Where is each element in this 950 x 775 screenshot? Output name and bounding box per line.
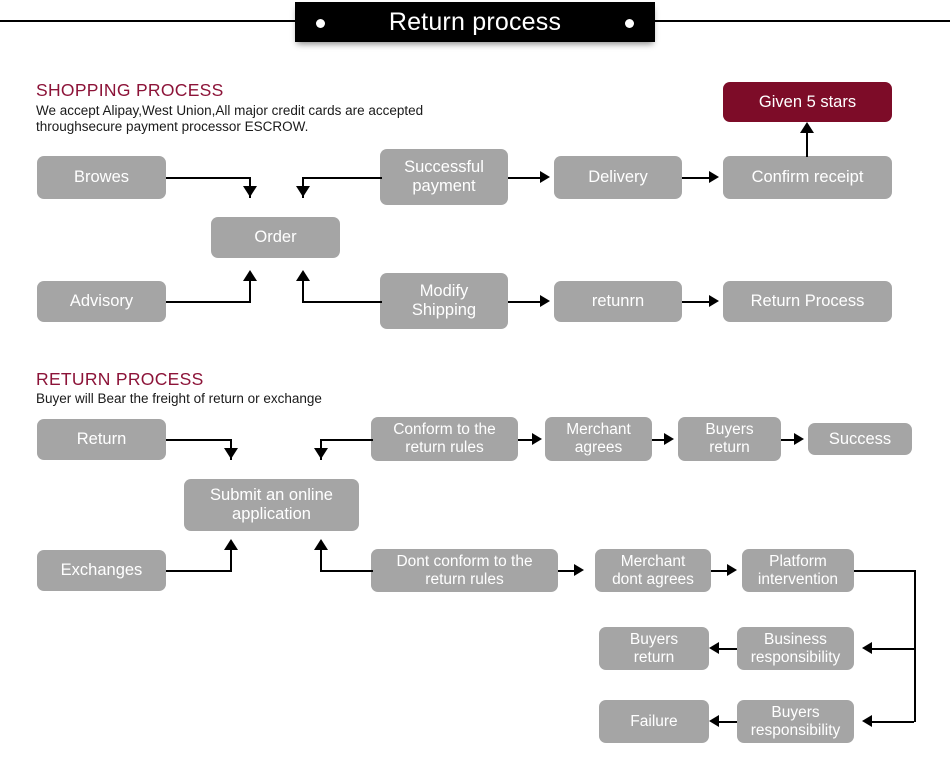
connector-confirm-stars (806, 131, 808, 157)
connector-business-buyersreturn (719, 648, 737, 650)
node-dont-conform-to-return-rules[interactable]: Dont conform to the return rules (371, 549, 558, 592)
connector-modify-order-h (302, 301, 382, 303)
connector-buyersreturn-success (781, 439, 795, 441)
section-subtitle-shopping: We accept Alipay,West Union,All major cr… (36, 103, 424, 134)
node-order[interactable]: Order (211, 217, 340, 258)
arrow-up-dontconform-submit-icon (314, 539, 328, 550)
node-platform-intervention[interactable]: Platform intervention (742, 549, 854, 592)
arrow-up-confirm-stars-icon (800, 122, 814, 133)
connector-exchanges-submit-v (230, 549, 232, 571)
arrow-up-exchanges-submit-icon (224, 539, 238, 550)
arrow-right-delivery-confirm-icon (709, 171, 719, 183)
connector-payment-order-h (302, 177, 382, 179)
node-buyers-return-mid[interactable]: Buyers return (599, 627, 709, 670)
node-exchanges[interactable]: Exchanges (37, 550, 166, 591)
arrow-right-merchant-buyersreturn-icon (664, 433, 674, 445)
section-title-return: RETURN PROCESS (36, 369, 204, 389)
connector-modify-retunrn (508, 301, 542, 303)
connector-exchanges-submit-h (166, 570, 232, 572)
section-title-shopping: SHOPPING PROCESS (36, 80, 224, 100)
arrow-right-modify-retunrn-icon (540, 295, 550, 307)
arrow-up-modify-order-icon (296, 270, 310, 281)
arrow-down-return-submit-icon (224, 448, 238, 459)
node-return[interactable]: Return (37, 419, 166, 460)
node-given-5-stars[interactable]: Given 5 stars (723, 82, 892, 122)
connector-conform-submit-h (320, 439, 373, 441)
node-retunrn[interactable]: retunrn (554, 281, 682, 322)
arrow-left-buyersresp-failure-icon (709, 715, 719, 727)
arrow-down-conform-submit-icon (314, 448, 328, 459)
node-modify-shipping[interactable]: Modify Shipping (380, 273, 508, 329)
node-submit-online-application[interactable]: Submit an online application (184, 479, 359, 531)
arrow-left-bus-business-icon (862, 642, 872, 654)
connector-bus-business (872, 648, 914, 650)
bullet-dot-right-icon (625, 19, 634, 28)
arrow-right-dontconform-merchantdont-icon (574, 564, 584, 576)
connector-browes-order-h (166, 177, 251, 179)
connector-dontconform-submit-v (320, 549, 322, 571)
arrow-right-buyersreturn-success-icon (794, 433, 804, 445)
connector-merchantdont-platform (711, 570, 728, 572)
arrow-right-retunrn-returnprocess-icon (709, 295, 719, 307)
connector-delivery-confirm (682, 177, 711, 179)
connector-bus-buyersresp (872, 721, 914, 723)
connector-dontconform-merchantdont (558, 570, 576, 572)
connector-buyersresp-failure (719, 721, 737, 723)
node-confirm-receipt[interactable]: Confirm receipt (723, 156, 892, 199)
node-merchant-dont-agrees[interactable]: Merchant dont agrees (595, 549, 711, 592)
arrow-left-business-buyersreturn-icon (709, 642, 719, 654)
arrow-down-browes-order-icon (243, 186, 257, 197)
node-conform-to-return-rules[interactable]: Conform to the return rules (371, 417, 518, 461)
node-return-process[interactable]: Return Process (723, 281, 892, 322)
arrow-right-merchantdont-platform-icon (727, 564, 737, 576)
connector-platform-bus-v (914, 570, 916, 722)
node-buyers-return-top[interactable]: Buyers return (678, 417, 781, 461)
node-successful-payment[interactable]: Successful payment (380, 149, 508, 205)
connector-retunrn-returnprocess (682, 301, 711, 303)
connector-modify-order-v (302, 280, 304, 302)
node-business-responsibility[interactable]: Business responsibility (737, 627, 854, 670)
page-title: Return process (388, 8, 562, 36)
node-delivery[interactable]: Delivery (554, 156, 682, 199)
node-browes[interactable]: Browes (37, 156, 166, 199)
arrow-right-conform-merchant-icon (532, 433, 542, 445)
arrow-up-advisory-order-icon (243, 270, 257, 281)
section-subtitle-return: Buyer will Bear the freight of return or… (36, 391, 322, 406)
node-buyers-responsibility[interactable]: Buyers responsibility (737, 700, 854, 743)
connector-platform-bus-h (854, 570, 916, 572)
node-failure[interactable]: Failure (599, 700, 709, 743)
bullet-dot-left-icon (316, 19, 325, 28)
arrow-left-bus-buyersresp-icon (862, 715, 872, 727)
connector-advisory-order-h (166, 301, 251, 303)
connector-payment-delivery (508, 177, 542, 179)
connector-advisory-order-v (249, 280, 251, 302)
connector-dontconform-submit-h (320, 570, 373, 572)
arrow-right-payment-delivery-icon (540, 171, 550, 183)
node-advisory[interactable]: Advisory (37, 281, 166, 322)
arrow-down-payment-order-icon (296, 186, 310, 197)
header-banner: Return process (295, 2, 655, 42)
node-success[interactable]: Success (808, 423, 912, 455)
connector-return-submit-h (166, 439, 232, 441)
connector-merchant-buyersreturn (652, 439, 665, 441)
node-merchant-agrees[interactable]: Merchant agrees (545, 417, 652, 461)
connector-conform-merchant (518, 439, 534, 441)
